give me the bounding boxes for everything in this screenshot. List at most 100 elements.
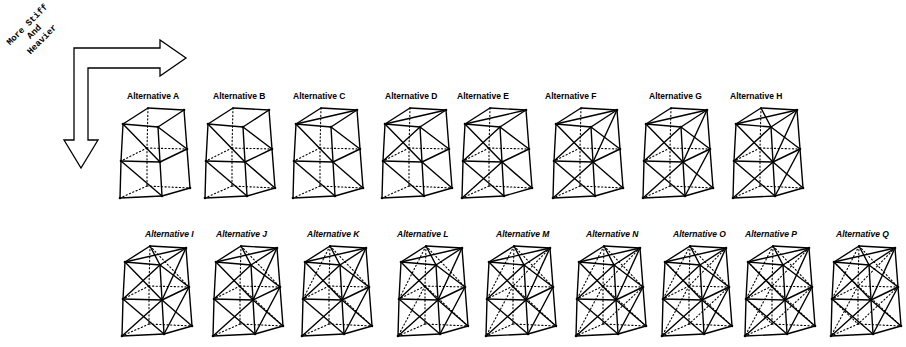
frame-edge [233, 108, 269, 110]
joint-dot [712, 187, 715, 190]
hidden-edge [486, 324, 513, 336]
brace-member [859, 246, 898, 287]
brace-member [303, 265, 340, 299]
joint-dot [292, 197, 295, 200]
brace-member [873, 287, 898, 334]
brace-member [121, 161, 162, 196]
joint-dot [553, 160, 556, 163]
brace-member [665, 262, 689, 286]
frame-edge [206, 161, 245, 162]
hidden-edge [745, 324, 772, 336]
joint-dot [304, 261, 307, 264]
frame-edge [595, 188, 623, 196]
frame-edge [463, 161, 502, 162]
joint-dot [250, 264, 253, 267]
truss-figure [575, 246, 648, 337]
brace-member [831, 300, 871, 336]
joint-dot [362, 187, 365, 190]
frame-edge [123, 299, 162, 300]
truss-figure [292, 108, 365, 199]
joint-dot [365, 247, 368, 250]
joint-dot [830, 335, 833, 338]
frame-edge [489, 262, 524, 265]
joint-dot [682, 161, 685, 164]
joint-dot [617, 333, 620, 336]
frame-edge [556, 124, 591, 127]
brace-member [150, 246, 189, 287]
brace-member [486, 286, 513, 336]
frame-edge [683, 149, 710, 162]
brace-member [422, 162, 452, 188]
joint-dot [733, 160, 736, 163]
brace-member [329, 286, 372, 326]
alternative-label: Alternative D [385, 92, 437, 101]
joint-dot [384, 123, 387, 126]
frame-edge [245, 149, 272, 162]
direction-arrow [64, 40, 186, 168]
joint-dot [421, 161, 424, 164]
joint-dot [811, 286, 814, 289]
alternative-label: Alternative L [397, 230, 449, 239]
joint-dot [782, 264, 785, 267]
frame-edge [465, 287, 468, 326]
hidden-edge [146, 148, 147, 186]
joint-dot [188, 286, 191, 289]
frame-edge [490, 108, 526, 110]
joint-dot [159, 161, 162, 164]
joint-dot [334, 195, 337, 198]
frame-edge [205, 196, 247, 198]
brace-member [463, 127, 500, 161]
hidden-edge [149, 324, 192, 326]
frame-edge [681, 127, 683, 162]
joint-dot [461, 247, 464, 250]
frame-edge [422, 149, 449, 162]
frame-edge [576, 299, 577, 336]
alternative-label: Alternative E [457, 92, 509, 101]
frame-edge [869, 265, 871, 300]
joint-dot [900, 325, 903, 328]
hidden-edge [513, 324, 556, 326]
hidden-edge [239, 286, 240, 324]
joint-dot [664, 261, 667, 264]
brace-member [340, 265, 369, 287]
alternative-label: Alternative A [127, 92, 179, 101]
joint-dot [439, 333, 442, 336]
frame-edge [216, 262, 251, 265]
joint-dot [343, 333, 346, 336]
frame-edge [158, 110, 184, 127]
frame-edge [294, 124, 296, 161]
hidden-edge [398, 324, 425, 336]
truss-figure [121, 246, 194, 337]
hidden-edge [320, 148, 360, 149]
frame-edge [500, 110, 526, 127]
joint-dot [622, 187, 625, 190]
joint-dot [615, 299, 618, 302]
brace-member [663, 265, 700, 299]
frame-edge [398, 334, 440, 336]
hidden-edge [689, 324, 732, 326]
brace-member [859, 246, 869, 265]
brace-member [399, 265, 436, 299]
hidden-edge [688, 286, 689, 324]
joint-dot [576, 298, 579, 301]
brace-member [253, 300, 283, 326]
frame-edge [486, 299, 487, 336]
joint-dot [400, 261, 403, 264]
joint-dot [799, 148, 802, 151]
joint-dot [488, 261, 491, 264]
frame-edge [690, 246, 726, 248]
frame-edge [360, 149, 363, 188]
frame-edge [206, 124, 208, 161]
brace-member [616, 300, 646, 326]
joint-dot [330, 126, 333, 129]
frame-edge [773, 246, 809, 248]
frame-edge [550, 248, 553, 287]
alternative-label: Alternative P [745, 230, 797, 239]
brace-member [398, 286, 425, 336]
hidden-edge [425, 324, 468, 326]
frame-edge [158, 127, 160, 162]
joint-dot [486, 298, 489, 301]
joint-dot [185, 247, 188, 250]
frame-edge [162, 300, 164, 334]
